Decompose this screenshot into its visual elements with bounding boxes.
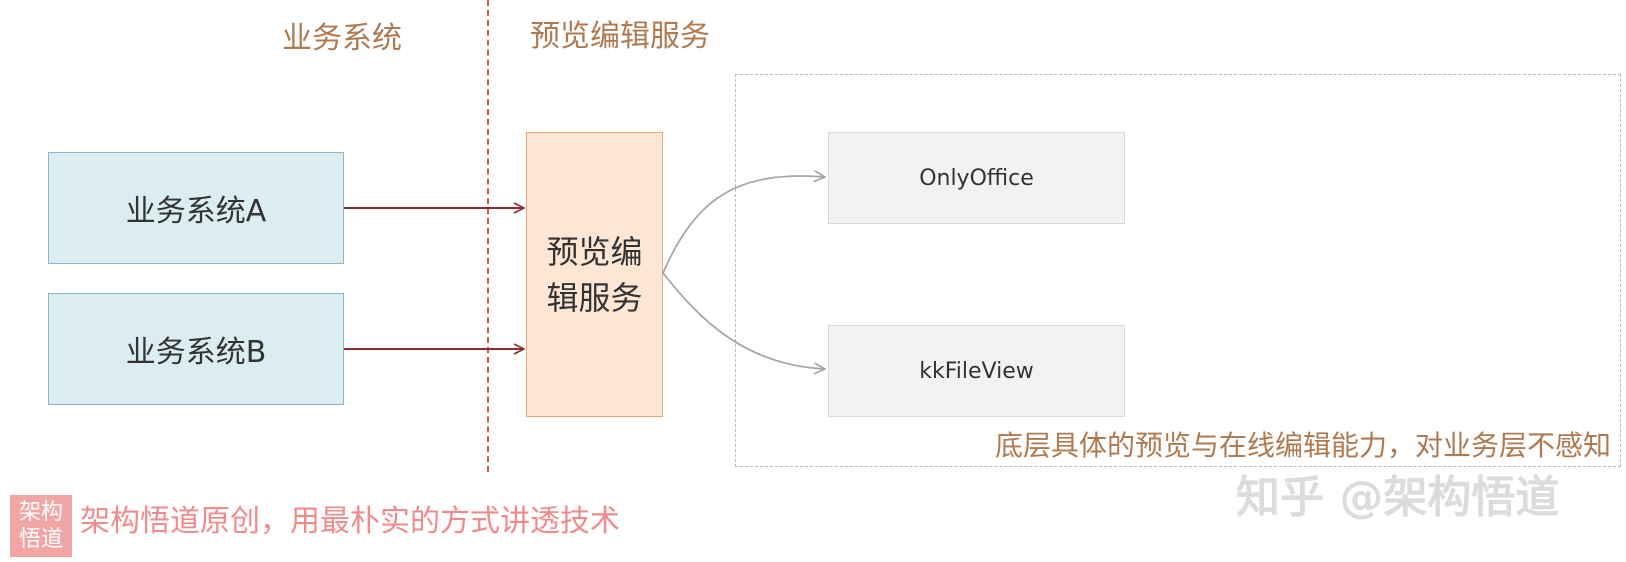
author-badge-line2: 悟道 [18,527,63,552]
preview-zone-title: 预览编辑服务 [530,19,710,54]
arrow-service-to-onlyoffice [662,176,825,274]
onlyoffice-label: OnlyOffice [919,165,1034,191]
business-system-a: 业务系统A [48,152,344,264]
onlyoffice-box: OnlyOffice [828,132,1125,224]
underlying-capability-group [735,74,1621,467]
underlying-capability-note: 底层具体的预览与在线编辑能力，对业务层不感知 [994,429,1611,462]
business-zone-title: 业务系统 [282,21,402,56]
business-system-b: 业务系统B [48,293,344,405]
footer-tagline: 架构悟道原创，用最朴实的方式讲透技术 [80,504,620,539]
zone-divider [487,0,489,472]
kkfileview-box: kkFileView [828,325,1125,417]
arrow-service-to-kkfileview [662,272,825,369]
preview-edit-service-label: 预览编辑服务 [546,232,643,317]
author-badge-line1: 架构 [18,500,63,525]
business-system-a-label: 业务系统A [125,194,267,229]
kkfileview-label: kkFileView [919,358,1034,384]
preview-edit-service: 预览编辑服务 [526,132,663,417]
business-system-b-label: 业务系统B [125,335,267,370]
author-badge: 架构 悟道 [10,495,72,557]
zhihu-watermark: 知乎 @架构悟道 [1236,472,1560,523]
